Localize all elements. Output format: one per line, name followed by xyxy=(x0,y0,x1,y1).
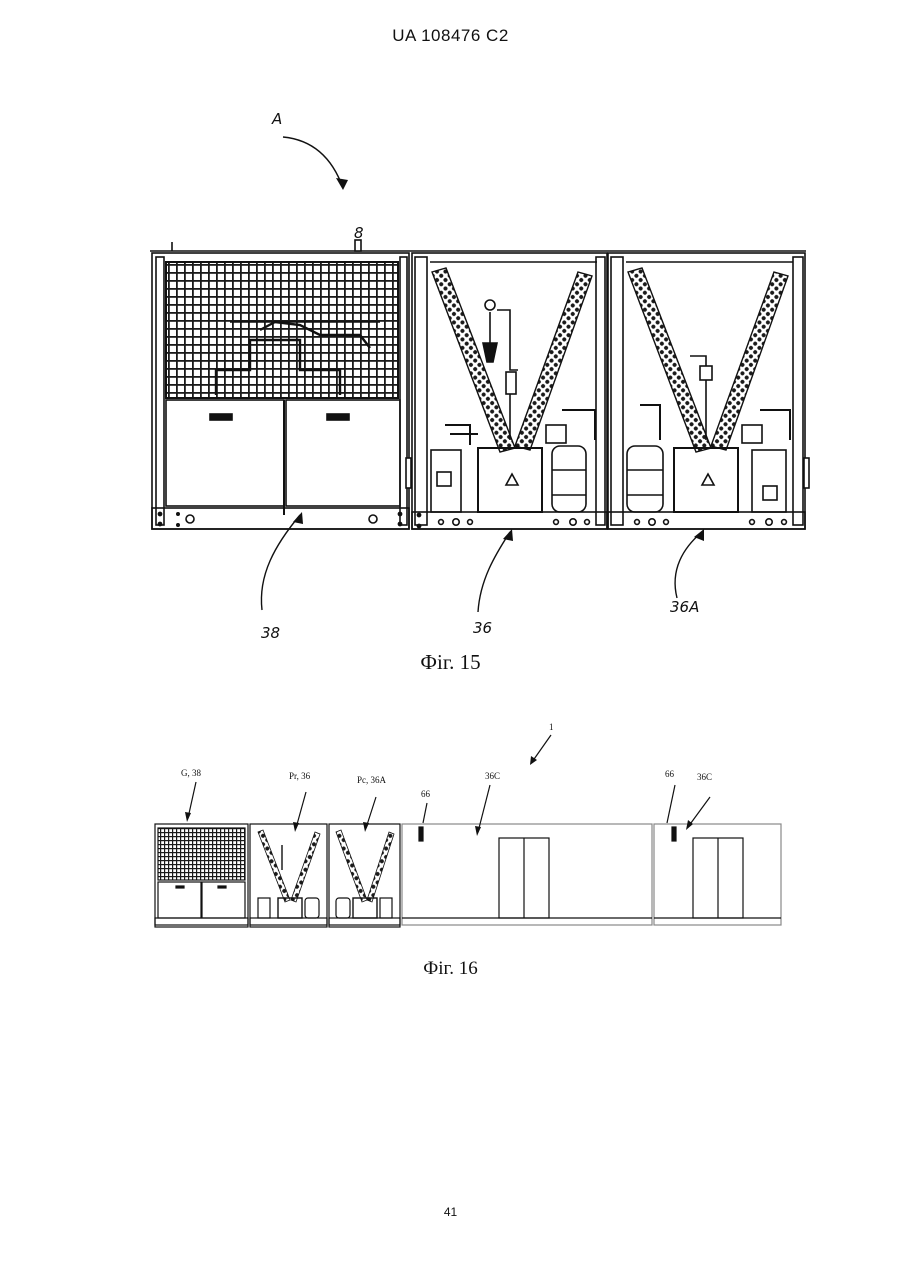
module-38 xyxy=(152,253,411,529)
label-36a: 36A xyxy=(670,598,699,616)
module-36 xyxy=(412,253,607,529)
label-36c-left: 36C xyxy=(485,771,500,781)
label-pc-36a: Pc, 36A xyxy=(357,775,387,785)
fig16-drawing xyxy=(155,735,781,927)
label-66-left: 66 xyxy=(421,789,431,799)
fig15-drawing xyxy=(150,137,809,612)
label-36: 36 xyxy=(473,619,492,637)
label-66-right: 66 xyxy=(665,769,675,779)
figure-16-caption: Фіг. 16 xyxy=(0,958,901,980)
page-number: 41 xyxy=(0,1205,901,1219)
label-mark-8: 8 xyxy=(354,224,364,242)
label-pr-36: Pr, 36 xyxy=(289,771,311,781)
label-view-a: A xyxy=(271,110,282,128)
module-36a xyxy=(608,253,809,529)
label-38: 38 xyxy=(261,624,280,642)
figure-15-caption: Фіг. 15 xyxy=(0,650,901,675)
label-unit-1: 1 xyxy=(549,722,554,732)
label-36c-right: 36C xyxy=(697,772,712,782)
label-g-38: G, 38 xyxy=(181,768,201,778)
